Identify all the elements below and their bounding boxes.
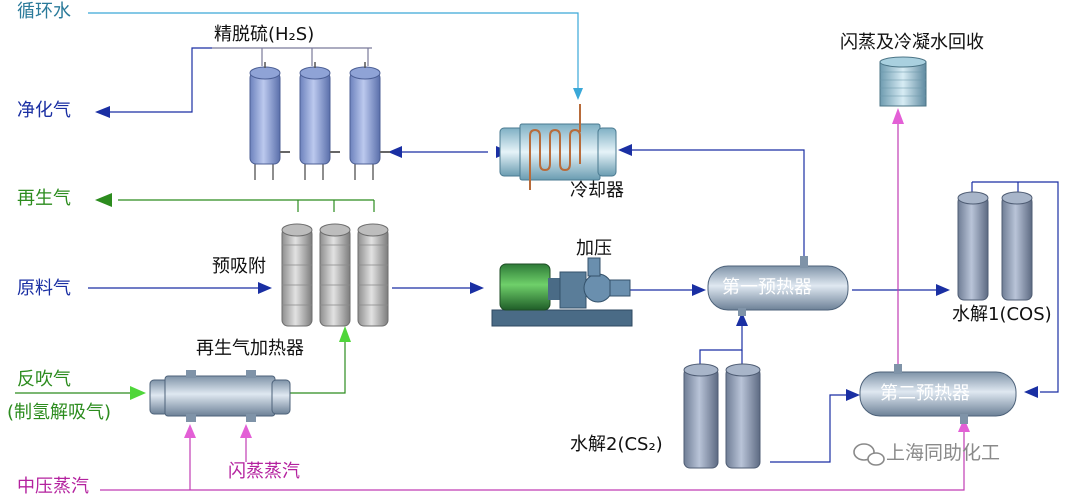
regen-gas-heater — [149, 370, 291, 422]
watermark-label: 上海同助化工 — [886, 442, 1001, 464]
mp-steam-line — [100, 430, 965, 491]
hydrolysis2-reactor-b — [725, 363, 761, 469]
flash-recovery-tank — [879, 56, 927, 107]
first-preheater — [707, 256, 849, 316]
hydrolysis1-loop-line — [972, 181, 1059, 393]
flash-recovery-label: 闪蒸及冷凝水回收 — [840, 32, 984, 53]
pre-adsorber-1 — [281, 223, 313, 327]
pressurize-label: 加压 — [576, 238, 612, 259]
pre-adsorber-2 — [319, 223, 351, 327]
water-arrow — [573, 88, 583, 100]
purified-gas-arrow — [95, 106, 110, 118]
desulf-vessel-2 — [299, 62, 340, 180]
second-preheater — [859, 364, 1017, 424]
purified-gas-label: 净化气 — [17, 100, 71, 121]
cooler-label: 冷却器 — [570, 180, 624, 201]
regen-heater-label: 再生气加热器 — [196, 338, 304, 359]
hydrolysis1-reactor-a — [957, 191, 989, 301]
purified-gas-line — [108, 47, 212, 113]
fine-desulfurization-label: 精脱硫(H₂S) — [214, 24, 315, 45]
first-preheater-label: 第一预热器 — [722, 277, 812, 298]
blowback-gas-label: 反吹气 — [17, 369, 71, 390]
hydrolysis1-reactor-b — [1001, 191, 1033, 301]
preheater-to-cooler-line — [632, 149, 805, 258]
desulf-vessel-3 — [349, 62, 390, 180]
pre-adsorber-3 — [357, 223, 389, 327]
second-preheater-label: 第二预热器 — [880, 383, 970, 404]
circulating-water-label: 循环水 — [17, 1, 71, 22]
hydrolysis2-header — [699, 340, 743, 364]
hydrolysis2-reactor-a — [683, 363, 719, 469]
booster-pump — [491, 257, 633, 327]
desulf-vessel-1 — [249, 62, 290, 180]
regen-gas-label: 再生气 — [17, 188, 71, 209]
pre-adsorption-label: 预吸附 — [212, 256, 266, 277]
feed-gas-label: 原料气 — [17, 278, 71, 299]
blowback-gas-sub-label: (制氢解吸气) — [7, 402, 112, 423]
regen-gas-arrow — [95, 193, 112, 207]
hydrolysis1-label: 水解1(COS) — [952, 304, 1052, 325]
mp-steam-label: 中压蒸汽 — [17, 476, 89, 497]
circulating-water-line — [88, 12, 579, 95]
hydrolysis2-to-preheater2-line — [770, 394, 848, 463]
cooler — [499, 104, 617, 190]
hydrolysis2-label: 水解2(CS₂) — [570, 434, 663, 455]
regen-gas-line — [118, 199, 375, 212]
wechat-icon — [853, 443, 885, 466]
flash-steam-label: 闪蒸蒸汽 — [228, 461, 300, 482]
